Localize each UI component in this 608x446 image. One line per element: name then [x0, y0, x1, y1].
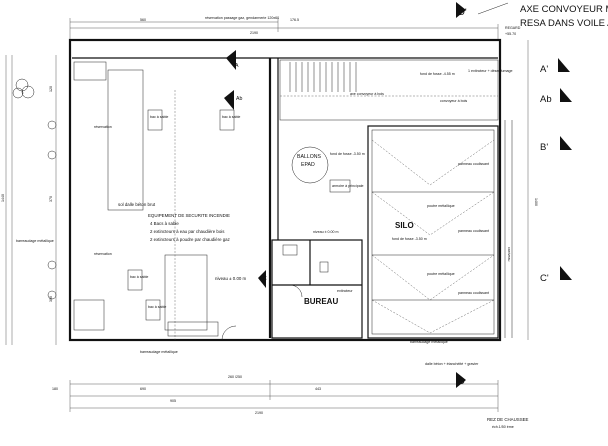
silo-label: SILO — [395, 221, 414, 230]
svg-text:B': B' — [540, 142, 548, 153]
panneau-label-1: panneau coulissant — [458, 162, 489, 166]
dim-bottom-total: 2190 — [255, 411, 263, 415]
column-circle — [47, 290, 57, 300]
poutre-label-1: poutre métallique — [427, 204, 455, 208]
svg-text:Ab: Ab — [236, 96, 242, 102]
barreaudage-bottom-right: barreaudage métallique — [410, 340, 448, 344]
dim-left-a: 120 — [49, 86, 53, 92]
svg-text:A: A — [235, 63, 239, 69]
dim-top-total: 2190 — [250, 31, 258, 35]
axis-note-leader — [477, 2, 509, 15]
barreaudage-bottom: barreaudage métallique — [140, 350, 178, 354]
ballons-pit-level: fond de fosse -3.50 m — [330, 152, 365, 156]
svg-text:D': D' — [458, 7, 467, 18]
dim-left-total: 1440 — [1, 194, 5, 202]
ballon-tank — [291, 146, 329, 184]
section-marker-B-prime: B' — [540, 136, 572, 153]
dim-bottom-d: 443 — [315, 387, 321, 391]
exterior-shrub — [12, 78, 35, 99]
dalle-label: dalle béton + étanchéité + gravier — [425, 362, 479, 366]
floor-label: sol dalle béton brut — [118, 202, 156, 207]
svg-text:D: D — [458, 376, 465, 387]
dim-bottom-c: 260 /250 — [228, 375, 242, 379]
bureau-wall — [271, 239, 363, 339]
sink — [282, 244, 298, 256]
barreaudage-left: barreaudage métallique — [16, 239, 54, 243]
boiler-1 — [107, 69, 144, 211]
conveyor-axis-label: axe convoyeur à bois — [350, 92, 384, 96]
dim-bottom-e: 905 — [170, 399, 176, 403]
toilet — [319, 261, 329, 273]
bac-sable-3: bac à sable — [130, 275, 148, 279]
reservation-label-1: réservation — [94, 125, 112, 129]
section-marker-D-prime: D' — [456, 2, 467, 18]
dim-top-b: 176.5 — [290, 18, 299, 22]
boiler-2 — [164, 254, 208, 331]
plan-title: REZ DE CHAUSSEE — [487, 417, 529, 422]
dim-top-a: 560 — [140, 18, 146, 22]
reservation-box-bottom — [167, 321, 219, 337]
regard-label: REGARD — [505, 26, 521, 30]
axis-note-line1: AXE CONVOYEUR M — [520, 4, 608, 15]
ballons-label: BALLONS — [297, 154, 321, 160]
bac-sable-2: bac à sable — [222, 115, 240, 119]
conveyor-pit-level: fond de fosse -4.55 m — [420, 72, 455, 76]
caniveau-label: caniveau — [507, 247, 511, 261]
svg-text:A': A' — [540, 64, 548, 75]
bureau-label: BUREAU — [304, 297, 338, 306]
section-marker-Ab-left: Ab — [224, 90, 242, 110]
door-swing-bottom — [221, 325, 237, 341]
section-marker-A-prime: A' — [540, 58, 570, 75]
dim-bottom-a: 180 — [52, 387, 58, 391]
silo-pit-level: fond de fosse -3.50 m — [392, 237, 427, 241]
axis-note-line2: RESA DANS VOILE A — [520, 18, 608, 29]
column-circle — [47, 120, 57, 130]
reservation-gaz-note: réservation passage gaz, gendarmerie 120… — [205, 16, 279, 20]
section-marker-Ab-right: Ab — [540, 88, 572, 105]
bac-sable-4: bac à sable — [148, 305, 166, 309]
plan-scale: éch.1/50 ème — [492, 425, 514, 429]
svg-text:C': C' — [540, 273, 549, 284]
conveyor-pit — [279, 59, 499, 121]
security-line-2: 2 extincteurs à eau par chaudière bois — [150, 229, 225, 234]
extincteur-label-bureau: extincteur — [337, 289, 353, 293]
svg-text:Ab: Ab — [540, 94, 552, 105]
dim-bottom-b: 690 — [140, 387, 146, 391]
poutre-label-2: poutre métallique — [427, 272, 455, 276]
security-line-1: 4 Bacs à sable — [150, 221, 179, 226]
silo-wall — [367, 125, 499, 339]
conveyor-stairs — [289, 62, 357, 92]
security-line-3: 2 extincteurs à poudre par chaudière gaz — [150, 237, 230, 242]
svg-text:C: C — [263, 276, 267, 282]
niveau-chauffe: niveau ± 0.00 m — [215, 276, 247, 281]
column-circle — [47, 150, 57, 160]
niveau-bureau: niveau ± 0.00 m — [313, 230, 339, 234]
panneau-label-2: panneau coulissant — [458, 229, 489, 233]
section-marker-C-left: C — [258, 270, 267, 288]
extinguisher-note: 1 extincteur + désenfumage — [468, 69, 512, 73]
conveyor-label: convoyeur à bois — [440, 99, 467, 103]
bureau-door-swing — [289, 284, 303, 298]
outer-wall — [68, 38, 502, 342]
section-marker-D: D — [456, 372, 466, 388]
dim-left-b: 370 — [49, 196, 53, 202]
armoire-label: armoire à principale — [332, 184, 364, 188]
panneau-label-3: panneau coulissant — [458, 291, 489, 295]
dim-right-total: 1400 — [534, 198, 538, 206]
bac-sable-1: bac à sable — [150, 115, 168, 119]
epad-label: EPAD — [301, 162, 315, 168]
regard-level: +55.70 — [505, 32, 516, 36]
reservation-label-2: réservation — [94, 252, 112, 256]
silo-hatching — [371, 139, 495, 334]
reservation-boxes — [127, 109, 235, 321]
column-circle — [47, 260, 57, 270]
section-marker-A: A — [226, 50, 239, 70]
security-title: EQUIPEMENT DE SECURITE INCENDIE — [148, 213, 230, 218]
section-marker-C-prime: C' — [540, 266, 572, 284]
